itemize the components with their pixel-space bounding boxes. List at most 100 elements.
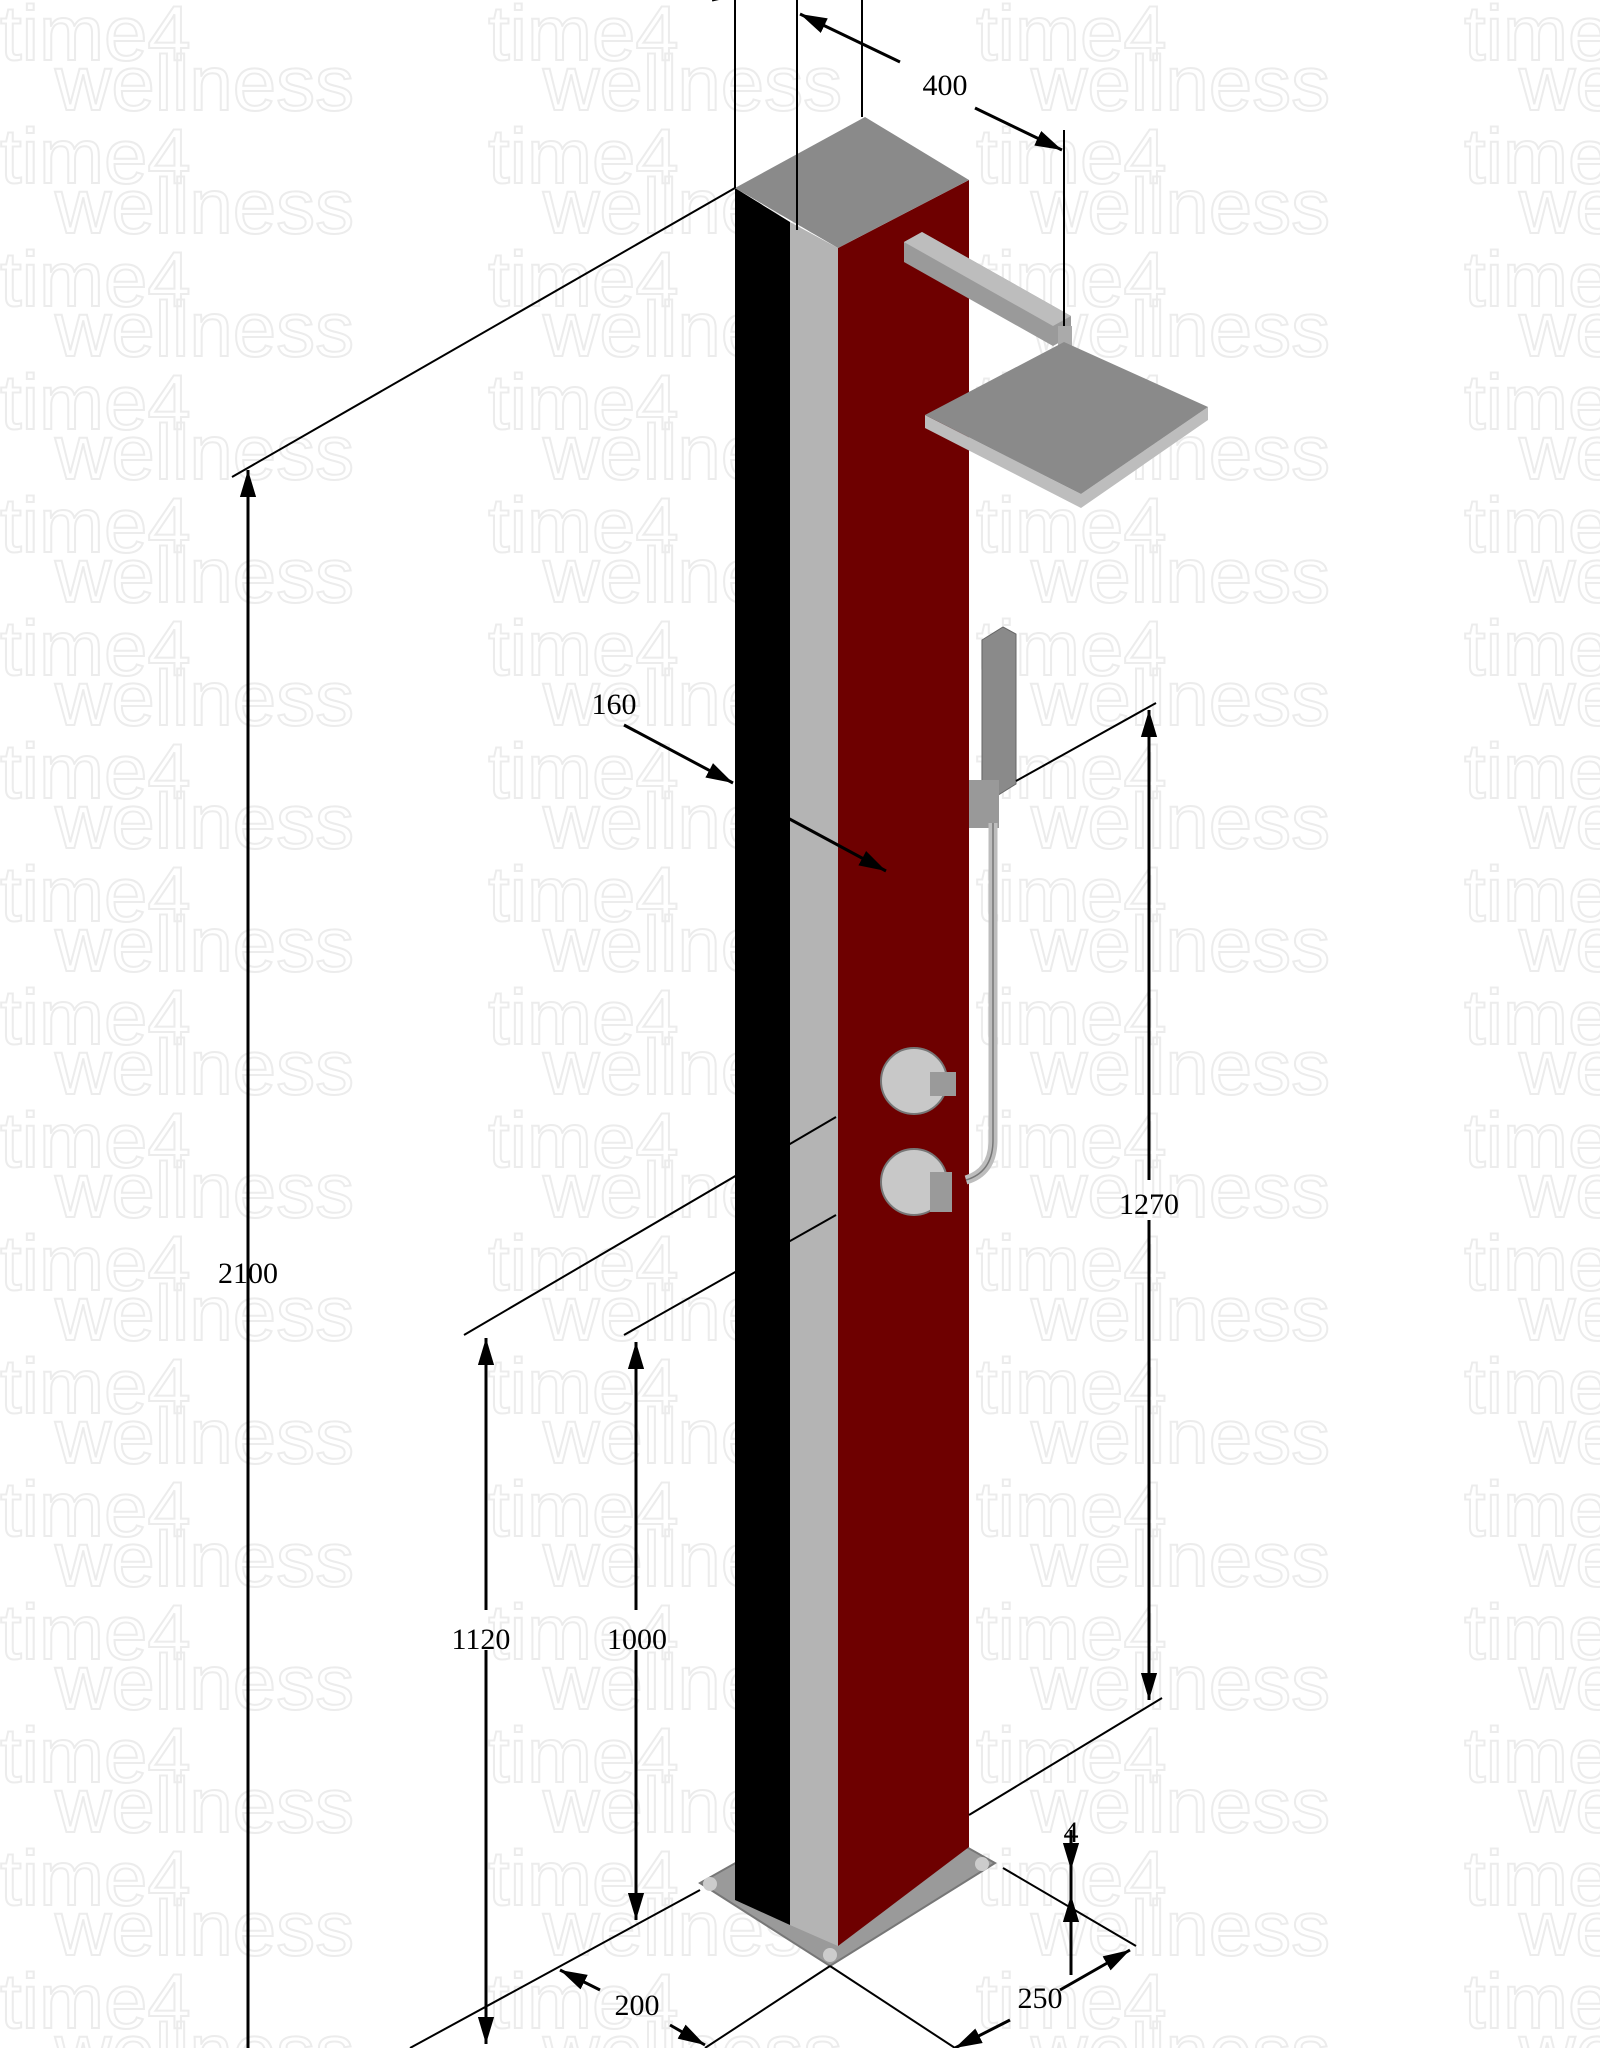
plate-bolt [975,1857,989,1871]
watermark-text: wellness [542,39,842,127]
watermark-text: time4 [488,1465,679,1553]
watermark-text: wellness [54,1638,354,1726]
watermark-text: time4 [488,850,679,938]
watermark-text: wellness [1030,1392,1330,1480]
watermark-text: time4 [488,1342,679,1430]
watermark-text: wellness [54,654,354,742]
watermark-text: time4 [1464,1096,1600,1184]
column-side-face [735,188,790,1925]
watermark-text: time4 [0,1465,191,1553]
plate-bolt [823,1948,837,1962]
watermark-text: time4 [0,1342,191,1430]
watermark-text: wellness [1518,39,1600,127]
watermark-text: time4 [488,0,679,77]
hand-shower [981,626,1017,798]
dim-label-upper-valve: 1120 [452,1623,511,1656]
watermark-text: wellness [54,1515,354,1603]
watermark-text: time4 [0,1588,191,1676]
watermark-text: time4 [1464,0,1600,77]
watermark-text: wellness [1030,777,1330,865]
watermark-text: wellness [1518,1884,1600,1972]
watermark-text: time4 [0,1957,191,2045]
watermark-text: wellness [54,1392,354,1480]
watermark-text: time4 [976,850,1167,938]
watermark-text: wellness [542,2007,842,2048]
plate-bolt [703,1877,717,1891]
watermark-text: wellness [1030,900,1330,988]
watermark-text: wellness [1030,1761,1330,1849]
dim-label-arm-reach: 400 [923,69,968,102]
watermark-text: wellness [54,285,354,373]
watermark-text: time4 [1464,850,1600,938]
watermark-text: time4 [1464,604,1600,692]
watermark-text: time4 [0,358,191,446]
watermark-text: time4 [976,1465,1167,1553]
watermark-text: time4 [0,604,191,692]
watermark-text: time4 [976,1588,1167,1676]
watermark-text: wellness [1518,777,1600,865]
watermark-text: wellness [1030,1884,1330,1972]
watermark-text: time4 [488,1219,679,1307]
dim-label-plate-width: 200 [615,1989,660,2022]
dim-label-depth: 160 [592,688,637,721]
watermark-text: time4 [1464,973,1600,1061]
watermark-text: wellness [1030,162,1330,250]
shower-head [925,342,1208,494]
watermark-text: wellness [1518,654,1600,742]
watermark-text: time4 [488,1834,679,1922]
watermark-text: wellness [54,408,354,496]
dim-label-total-height: 2100 [218,1257,278,1290]
watermark-text: wellness [54,900,354,988]
watermark-text: wellness [1030,1515,1330,1603]
watermark-text: wellness [1518,1392,1600,1480]
watermark-text: wellness [54,1269,354,1357]
watermark-text: wellness [54,2007,354,2048]
hand-shower-holder [969,780,999,828]
watermark-text: time4 [0,112,191,200]
watermark-text: time4 [488,1096,679,1184]
watermark-text: time4 [0,1711,191,1799]
watermark-text: wellness [1518,900,1600,988]
watermark-text: time4 [1464,235,1600,323]
watermark-text: time4 [488,973,679,1061]
dim-label-plate-thickness: 4 [1064,1816,1079,1849]
watermark-text: wellness [1518,1269,1600,1357]
watermark-text: time4 [1464,727,1600,815]
watermark-text: wellness [1030,1638,1330,1726]
watermark-text: time4 [1464,481,1600,569]
dim-label-lower-valve: 1000 [607,1623,667,1656]
watermark-text: time4 [0,973,191,1061]
dim-label-hand-shower-height: 1270 [1119,1188,1179,1221]
watermark-text: wellness [1518,1761,1600,1849]
watermark-text: wellness [1518,1515,1600,1603]
watermark-text: wellness [1518,408,1600,496]
watermark-text: time4 [976,112,1167,200]
watermark-text: time4 [1464,1465,1600,1553]
upper-valve-knob [880,1047,956,1115]
watermark-text: time4 [1464,1342,1600,1430]
watermark-text: time4 [488,727,679,815]
watermark-text: wellness [1518,285,1600,373]
watermark-text: time4 [1464,1219,1600,1307]
watermark-text: time4 [0,1834,191,1922]
watermark-text: wellness [1030,654,1330,742]
watermark-text: wellness [1518,1023,1600,1111]
watermark-text: time4 [1464,1834,1600,1922]
shower-arm-top [904,232,1071,326]
watermark-text: wellness [54,531,354,619]
watermark-text: time4 [488,112,679,200]
column-edge-strip [790,222,838,1946]
shower-head-side [925,407,1208,508]
watermark-text: time4 [976,0,1167,77]
watermark-text: time4 [976,973,1167,1061]
watermark-text: wellness [54,1761,354,1849]
watermark-text: wellness [1518,2007,1600,2048]
watermark-text: wellness [1030,39,1330,127]
watermark-text: time4 [976,1096,1167,1184]
watermark-text: time4 [1464,112,1600,200]
watermark-text: wellness [1518,1146,1600,1234]
watermark-text: time4 [0,1096,191,1184]
